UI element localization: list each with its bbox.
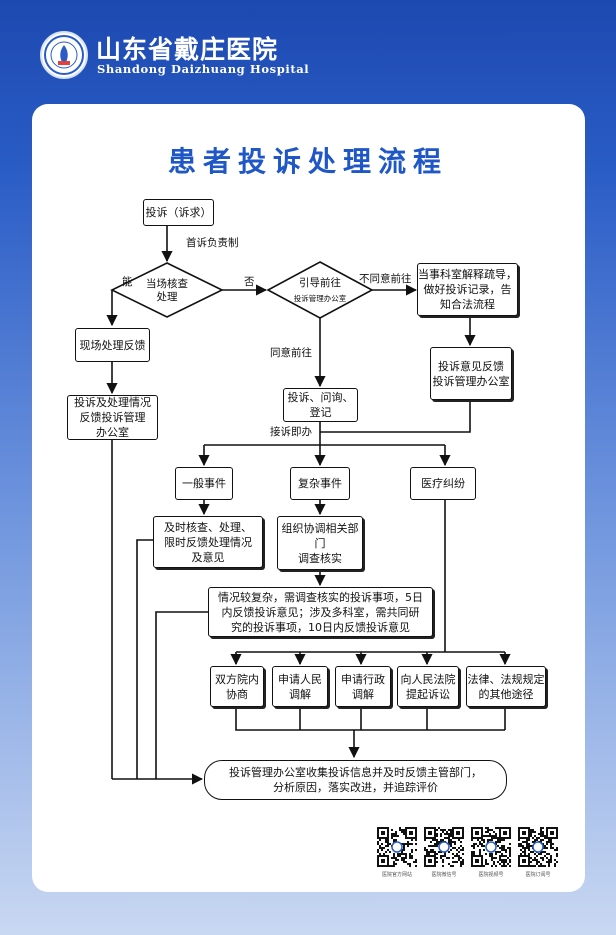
- node-explain: 当事科室解释疏导， 做好投诉记录，告 知合法流程: [417, 263, 518, 316]
- node-other-legal: 法律、法规规定 的其他途径: [466, 666, 546, 707]
- label-first-responsible: 首诉负责制: [186, 237, 239, 249]
- node-final: 投诉管理办公室收集投诉信息并及时反馈主管部门， 分析原因，落实改进，并追踪评价: [204, 760, 507, 800]
- qr-label-wechat: 医院微信号: [431, 872, 457, 878]
- hospital-name-cn: 山东省戴庄医院: [96, 35, 279, 64]
- label-accept: 接诉即办: [270, 426, 312, 438]
- node-report-office: 投诉及处理情况 反馈投诉管理 办公室: [67, 395, 158, 440]
- node-guide-sub: 投诉管理办公室: [293, 294, 347, 303]
- node-timely: 及时核查、处理、 限时反馈处理情况 及意见: [153, 516, 263, 568]
- label-no: 否: [244, 276, 255, 288]
- node-complex-desc: 情况较复杂，需调查核实的投诉事项，5日 内反馈投诉意见；涉及多科室，需共同研 究…: [208, 587, 433, 637]
- node-guide: 引导前往: [299, 277, 341, 289]
- page-title: 患者投诉处理流程: [167, 145, 448, 178]
- qr-label-website: 医院官方网站: [381, 872, 412, 878]
- node-mediation-people: 申请人民 调解: [272, 666, 328, 707]
- node-bilateral: 双方院内 协商: [210, 666, 264, 707]
- hospital-logo-icon: [44, 35, 84, 75]
- label-agree: 同意前往: [270, 347, 312, 359]
- node-feedback-office: 投诉意见反馈 投诉管理办公室: [430, 347, 512, 400]
- qr-code-website: [377, 827, 417, 867]
- hospital-logo: [40, 31, 88, 79]
- node-complaint: 投诉（诉求）: [143, 199, 214, 226]
- node-coordinate: 组织协调相关部门 调查核实: [277, 516, 363, 570]
- qr-code-video: [471, 827, 511, 867]
- node-mediation-admin: 申请行政 调解: [335, 666, 391, 707]
- label-disagree: 不同意前往: [359, 273, 412, 285]
- node-onsite-feedback: 现场处理反馈: [75, 328, 150, 362]
- node-general: 一般事件: [175, 467, 233, 500]
- node-complex: 复杂事件: [290, 467, 350, 500]
- qr-code-wechat: [424, 827, 464, 867]
- diamond-onsite-check-shape: [110, 262, 224, 318]
- header: 山东省戴庄医院 Shandong Daizhuang Hospital: [0, 0, 616, 100]
- diamond-guide-shape: [266, 261, 374, 319]
- qr-code-subscription: [518, 827, 558, 867]
- label-can: 能: [122, 276, 133, 288]
- node-dispute: 医疗纠纷: [410, 467, 476, 500]
- node-lawsuit: 向人民法院 提起诉讼: [397, 666, 459, 707]
- hospital-name-en: Shandong Daizhuang Hospital: [97, 62, 310, 76]
- qr-label-video: 医院视频号: [478, 872, 504, 878]
- node-onsite-check: 当场核查 处理: [146, 278, 188, 303]
- qr-label-subscription: 医院订阅号: [525, 872, 551, 878]
- node-register: 投诉、问询、 登记: [283, 388, 358, 422]
